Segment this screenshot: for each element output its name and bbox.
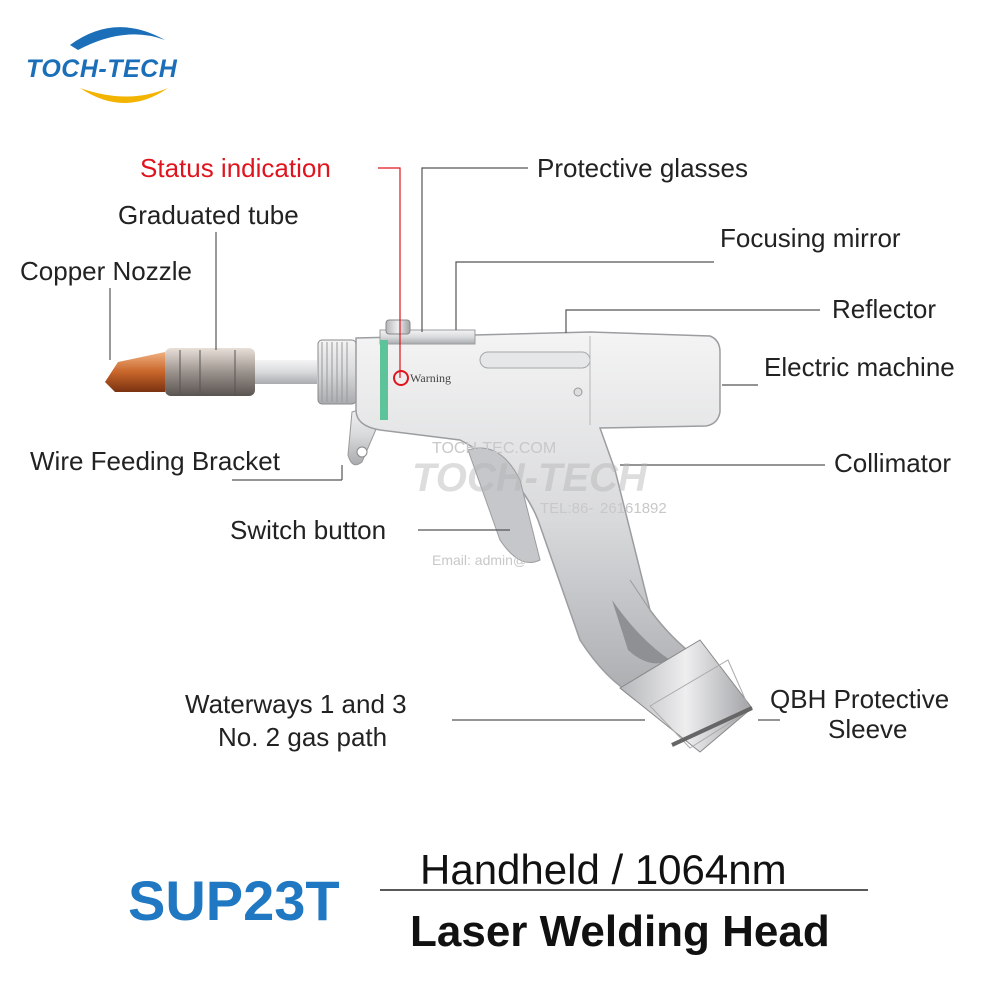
logo-blue-arc <box>70 27 165 50</box>
body-shape <box>355 331 721 705</box>
graduated-tube-shape <box>165 348 255 396</box>
model-name: SUP23T <box>128 869 340 932</box>
shaft-shape <box>255 360 317 384</box>
label-protective-glasses: Protective glasses <box>537 153 748 183</box>
logo-yellow-arc <box>80 88 168 103</box>
leader-lines <box>109 167 868 891</box>
label-reflector: Reflector <box>832 294 937 324</box>
watermark-site: TOCH-TEC.COM <box>432 440 557 457</box>
label-wire-feeding-bracket: Wire Feeding Bracket <box>30 446 280 476</box>
switch-button-shape <box>467 447 541 563</box>
label-copper-nozzle: Copper Nozzle <box>20 256 192 286</box>
watermark-tel-tail: 26161892 <box>600 500 667 517</box>
label-collimator: Collimator <box>834 448 952 478</box>
label-focusing-mirror: Focusing mirror <box>720 223 901 253</box>
copper-nozzle-shape <box>105 352 165 392</box>
label-waterways-line1: Waterways 1 and 3 <box>185 689 407 719</box>
label-status-indication: Status indication <box>140 153 331 183</box>
watermark-email: Email: admin@ <box>432 552 528 568</box>
title-line2: Laser Welding Head <box>410 907 830 956</box>
label-qbh-line1: QBH Protective <box>770 684 950 714</box>
title-line1: Handheld / 1064nm <box>420 846 787 893</box>
watermark-brand: TOCH-TECH <box>412 456 647 500</box>
label-electric-machine: Electric machine <box>764 352 955 382</box>
logo-text: TOCH-TECH <box>26 55 178 83</box>
label-qbh-line2: Sleeve <box>828 714 908 744</box>
qbh-sleeve-shape <box>619 639 753 753</box>
label-graduated-tube: Graduated tube <box>118 200 299 230</box>
green-ring <box>380 340 388 420</box>
warning-text: Warning <box>410 371 451 385</box>
label-switch-button: Switch button <box>230 515 387 545</box>
watermark-tel: TEL:86- <box>540 500 594 517</box>
label-waterways-line2: No. 2 gas path <box>218 722 388 752</box>
status-ring-marker <box>393 370 409 386</box>
